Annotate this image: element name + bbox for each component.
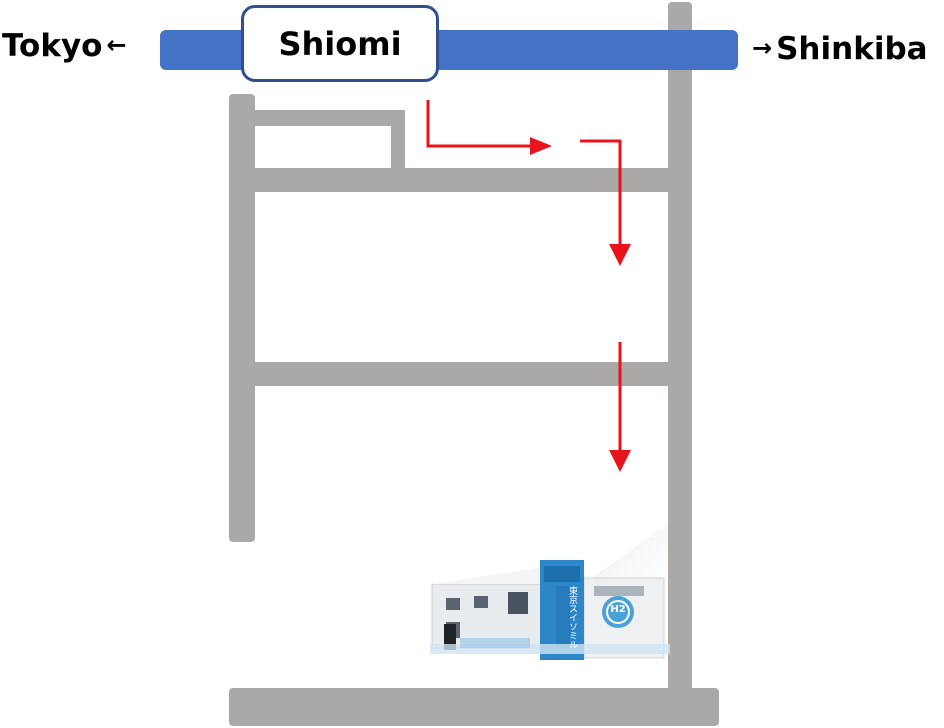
arrow-right-icon: → (752, 34, 773, 62)
arrowhead-down-icon (609, 450, 631, 472)
building-sign-text: 東京スイソミル (567, 586, 577, 649)
road-upper-horizontal (229, 168, 689, 192)
h2-emblem-label: H2 (610, 604, 626, 615)
station-shiomi: Shiomi (241, 5, 439, 82)
destination-tokyo-label: Tokyo (2, 28, 103, 64)
building-sign: 東京スイソミル (548, 586, 577, 649)
station-name: Shiomi (278, 24, 402, 63)
arrow-left-icon: ← (106, 31, 127, 59)
destination-tokyo: Tokyo← (2, 28, 127, 64)
building-illustration (430, 524, 670, 660)
road-small-loop-right (391, 110, 405, 170)
road-middle-horizontal (229, 362, 689, 386)
route-segment-1 (426, 100, 530, 148)
destination-shinkiba-label: Shinkiba (776, 31, 928, 67)
arrowhead-right-icon (530, 137, 552, 155)
destination-shinkiba: →Shinkiba (752, 31, 928, 67)
road-small-loop-top (229, 110, 405, 126)
road-east-vertical (668, 2, 692, 696)
route-segment-2 (580, 139, 622, 244)
arrowhead-down-icon (609, 244, 631, 266)
road-bottom-horizontal (229, 688, 719, 726)
